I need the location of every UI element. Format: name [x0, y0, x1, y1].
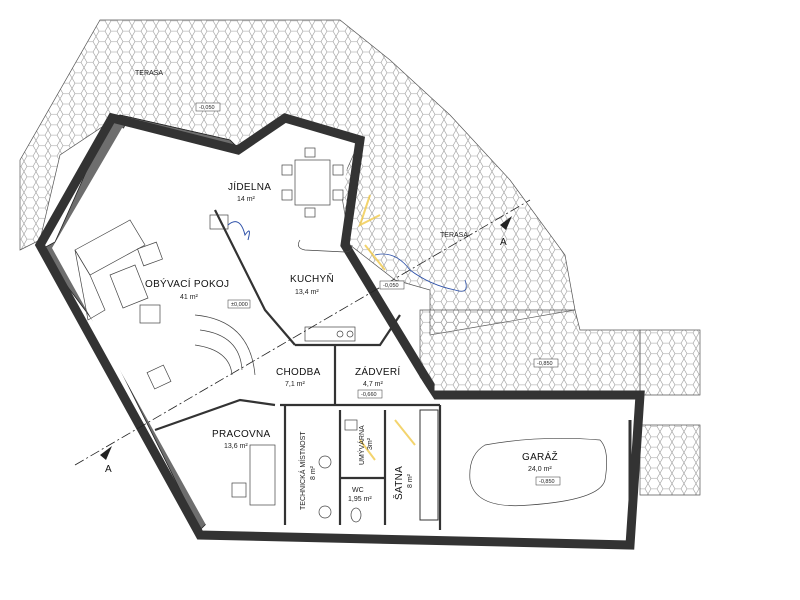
room-area-satna: 8 m²	[407, 473, 414, 488]
terrace-label-east: TERASA	[440, 232, 468, 239]
section-arrow-left	[100, 446, 112, 460]
section-label-top: A	[500, 237, 507, 248]
room-name-pracovna: PRACOVNA	[212, 429, 271, 440]
pen-scribble	[374, 253, 467, 292]
room-name-garaz: GARÁŽ	[522, 450, 558, 463]
fireplace	[209, 214, 229, 230]
room-name-umyvarna: UMÝVÁRNA	[357, 425, 366, 465]
room-area-obyvaci: 41 m²	[180, 294, 199, 301]
room-area-technicka: 8 m²	[310, 465, 317, 480]
stove-burner	[336, 330, 344, 338]
kitchen-island	[298, 239, 353, 253]
washing-machine	[318, 505, 332, 519]
section-cut-line	[74, 199, 531, 466]
room-name-kuchyn: KUCHYŇ	[290, 272, 334, 285]
car	[469, 437, 607, 507]
level-garaz: -0,850	[539, 479, 555, 485]
dining-table	[294, 159, 331, 206]
desk	[249, 444, 276, 506]
exterior-wall-outline	[34, 112, 645, 550]
room-area-wc: 1,95 m²	[348, 496, 372, 503]
room-name-chodba: CHODBA	[276, 367, 321, 378]
dining-chair	[304, 147, 316, 158]
room-area-chodba: 7,1 m²	[285, 381, 306, 388]
sink	[344, 419, 358, 431]
spiral-staircase	[194, 314, 256, 376]
furniture	[74, 147, 632, 523]
level-tag-box	[533, 358, 559, 368]
room-name-wc: WC	[352, 487, 364, 494]
highlighter-mark	[359, 419, 416, 461]
room-name-technicka: TECHNICKÁ MÍSTNOST	[298, 431, 307, 510]
highlighter-mark	[358, 194, 386, 271]
level-zadveri: -0,660	[361, 392, 377, 398]
washing-machine	[318, 455, 332, 469]
level-tag-box	[379, 280, 405, 290]
level-driveway: -0,850	[537, 361, 553, 367]
stove-burner	[346, 330, 354, 338]
level-tag-box	[227, 299, 251, 309]
wall-pracovna-top	[154, 398, 276, 432]
partitions	[154, 209, 442, 530]
sofa-corner	[74, 249, 106, 321]
room-area-zadveri: 4,7 m²	[363, 381, 384, 388]
armchair	[146, 364, 172, 390]
driveway-paving-bottom	[639, 424, 701, 496]
coffee-table	[109, 264, 149, 309]
armchair	[139, 304, 161, 324]
kitchen-counter	[304, 326, 356, 342]
office-chair	[231, 482, 247, 498]
level-tag-box	[195, 102, 221, 112]
wall-kuchyn-chodba	[295, 314, 401, 347]
dining-chair	[332, 164, 344, 176]
wall-jidelna-kuchyn	[214, 209, 296, 346]
level-tag-box	[535, 476, 561, 486]
walls	[34, 112, 645, 550]
section-arrow-right	[500, 216, 512, 230]
annotations	[227, 194, 467, 461]
room-area-jidelna: 14 m²	[237, 196, 256, 203]
room-area-pracovna: 13,6 m²	[224, 443, 248, 450]
paving-areas	[19, 19, 701, 496]
level-terasa-top: -0,050	[199, 105, 215, 111]
dining-chair	[332, 189, 344, 201]
level-tag-box	[357, 389, 383, 399]
interior-outline	[52, 128, 630, 535]
room-name-jidelna: JÍDELNA	[228, 180, 271, 193]
dining-chair	[304, 207, 316, 218]
section-label-bottom: A	[105, 464, 112, 475]
terrace-label-north: TERASA	[135, 70, 163, 77]
level-tags: -0,050 ±0,000 -0,050 -0,660 -0,850 -0,85…	[195, 102, 561, 486]
level-kuchyn-terasa: -0,050	[383, 283, 399, 289]
armchair	[137, 241, 163, 267]
level-obyvaci: ±0,000	[231, 302, 248, 308]
section-line-a: A A	[74, 199, 531, 475]
room-name-obyvaci: OBÝVACÍ POKOJ	[145, 277, 229, 290]
storage-shelves	[419, 409, 439, 521]
dining-chair	[281, 189, 293, 201]
room-name-zadveri: ZÁDVERÍ	[355, 365, 400, 378]
terrace-paving-east	[419, 309, 641, 396]
room-labels: JÍDELNA 14 m² OBÝVACÍ POKOJ 41 m² KUCHYŇ…	[145, 180, 558, 510]
dining-chair	[281, 164, 293, 176]
room-area-garaz: 24,0 m²	[528, 466, 552, 473]
room-area-kuchyn: 13,4 m²	[295, 289, 319, 296]
room-name-satna: ŠATNA	[392, 466, 405, 500]
pen-scribble	[227, 221, 250, 241]
toilet	[350, 507, 362, 523]
room-area-umyvarna: 3m²	[367, 437, 374, 450]
driveway-paving-top	[639, 329, 701, 396]
